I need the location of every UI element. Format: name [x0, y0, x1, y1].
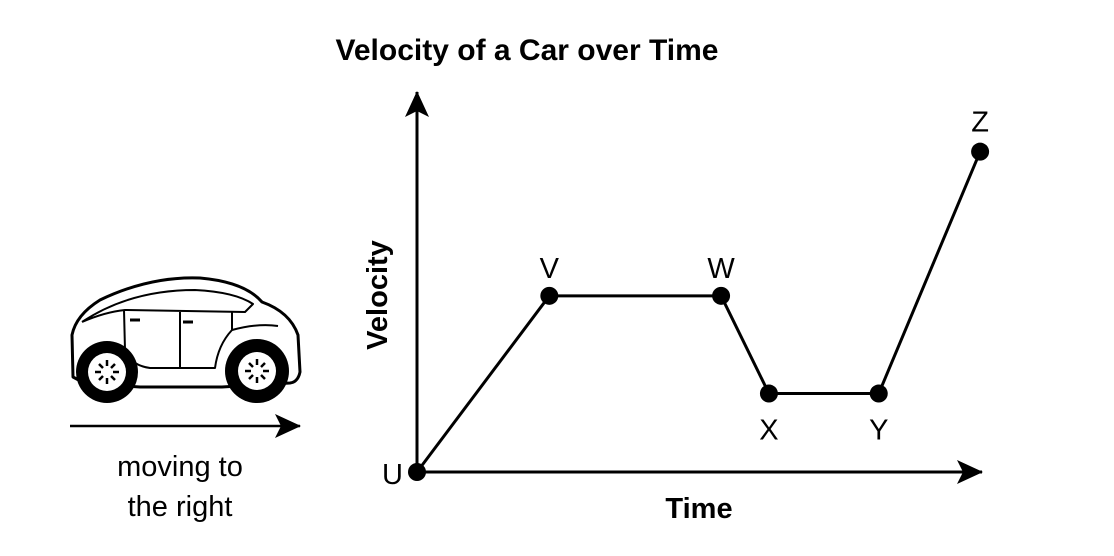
point-label-W: W [707, 253, 735, 285]
chart-title: Velocity of a Car over Time [336, 34, 719, 67]
point-U [408, 463, 426, 481]
car-wheel-front-icon [225, 339, 289, 403]
car-caption-line1: moving to [117, 451, 243, 483]
velocity-series: U V W X Y Z [382, 107, 990, 491]
point-label-X: X [759, 415, 778, 447]
point-X [759, 384, 778, 403]
segment-UV [415, 294, 551, 473]
point-label-V: V [540, 253, 560, 285]
point-V [540, 286, 559, 305]
point-label-Z: Z [971, 107, 989, 139]
point-label-U: U [382, 459, 403, 491]
point-label-Y: Y [869, 415, 888, 447]
point-Z [971, 142, 990, 161]
car-wheel-rear-icon [76, 341, 138, 403]
car-window-line [81, 289, 254, 323]
car-caption-line2: the right [128, 491, 233, 523]
segment-WX [719, 295, 771, 395]
point-W [712, 286, 731, 305]
y-axis-label: Velocity [362, 240, 394, 350]
x-axis-label: Time [665, 493, 732, 525]
point-Y [869, 384, 888, 403]
segment-YZ [877, 151, 982, 395]
